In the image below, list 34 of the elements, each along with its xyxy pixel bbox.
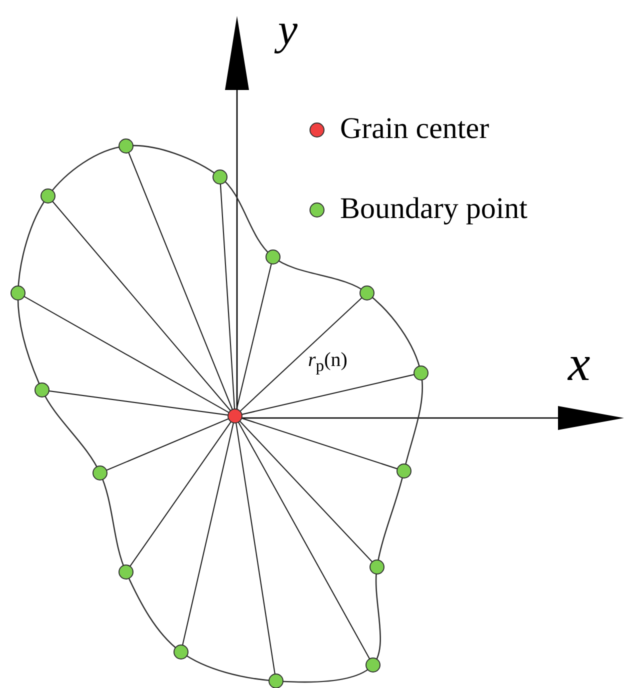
boundary-point-dot bbox=[366, 658, 380, 672]
radius-line bbox=[236, 422, 276, 674]
radius-line bbox=[130, 421, 232, 567]
boundary-point-dot bbox=[360, 286, 374, 300]
radius-line bbox=[24, 296, 230, 414]
boundary-point-dot bbox=[266, 250, 280, 264]
radius-line bbox=[106, 418, 229, 471]
legend-text: Grain center bbox=[340, 114, 490, 144]
radius-line bbox=[242, 374, 414, 415]
boundary-point-dot bbox=[118, 138, 134, 154]
legend-text: Boundary point bbox=[340, 194, 528, 224]
boundary-point-dot bbox=[370, 560, 384, 574]
radius-line bbox=[240, 297, 362, 412]
boundary-point-dot bbox=[92, 466, 108, 480]
radius-line bbox=[182, 422, 234, 646]
boundary-point-dot bbox=[34, 382, 50, 398]
radius-line bbox=[128, 152, 233, 410]
radius-label: r$_{p}$(n) bbox=[308, 350, 348, 375]
radius-line bbox=[220, 184, 236, 410]
boundary-point-dot bbox=[174, 644, 188, 660]
boundary-point-dot bbox=[396, 464, 412, 478]
boundary-point-dot bbox=[10, 286, 26, 300]
radius-line bbox=[239, 420, 373, 562]
radius-line bbox=[241, 418, 398, 470]
boundary-point-dot bbox=[212, 170, 228, 184]
radius-line bbox=[52, 200, 231, 412]
radius-line bbox=[238, 422, 370, 660]
boundary-point-dot bbox=[414, 366, 428, 380]
grain-center-dot bbox=[228, 408, 242, 424]
radius-line bbox=[48, 390, 228, 416]
boundary-point-dot bbox=[40, 188, 56, 204]
axis-label: x bbox=[568, 338, 590, 388]
radius-line bbox=[236, 264, 272, 410]
boundary-point-dot bbox=[118, 564, 134, 580]
